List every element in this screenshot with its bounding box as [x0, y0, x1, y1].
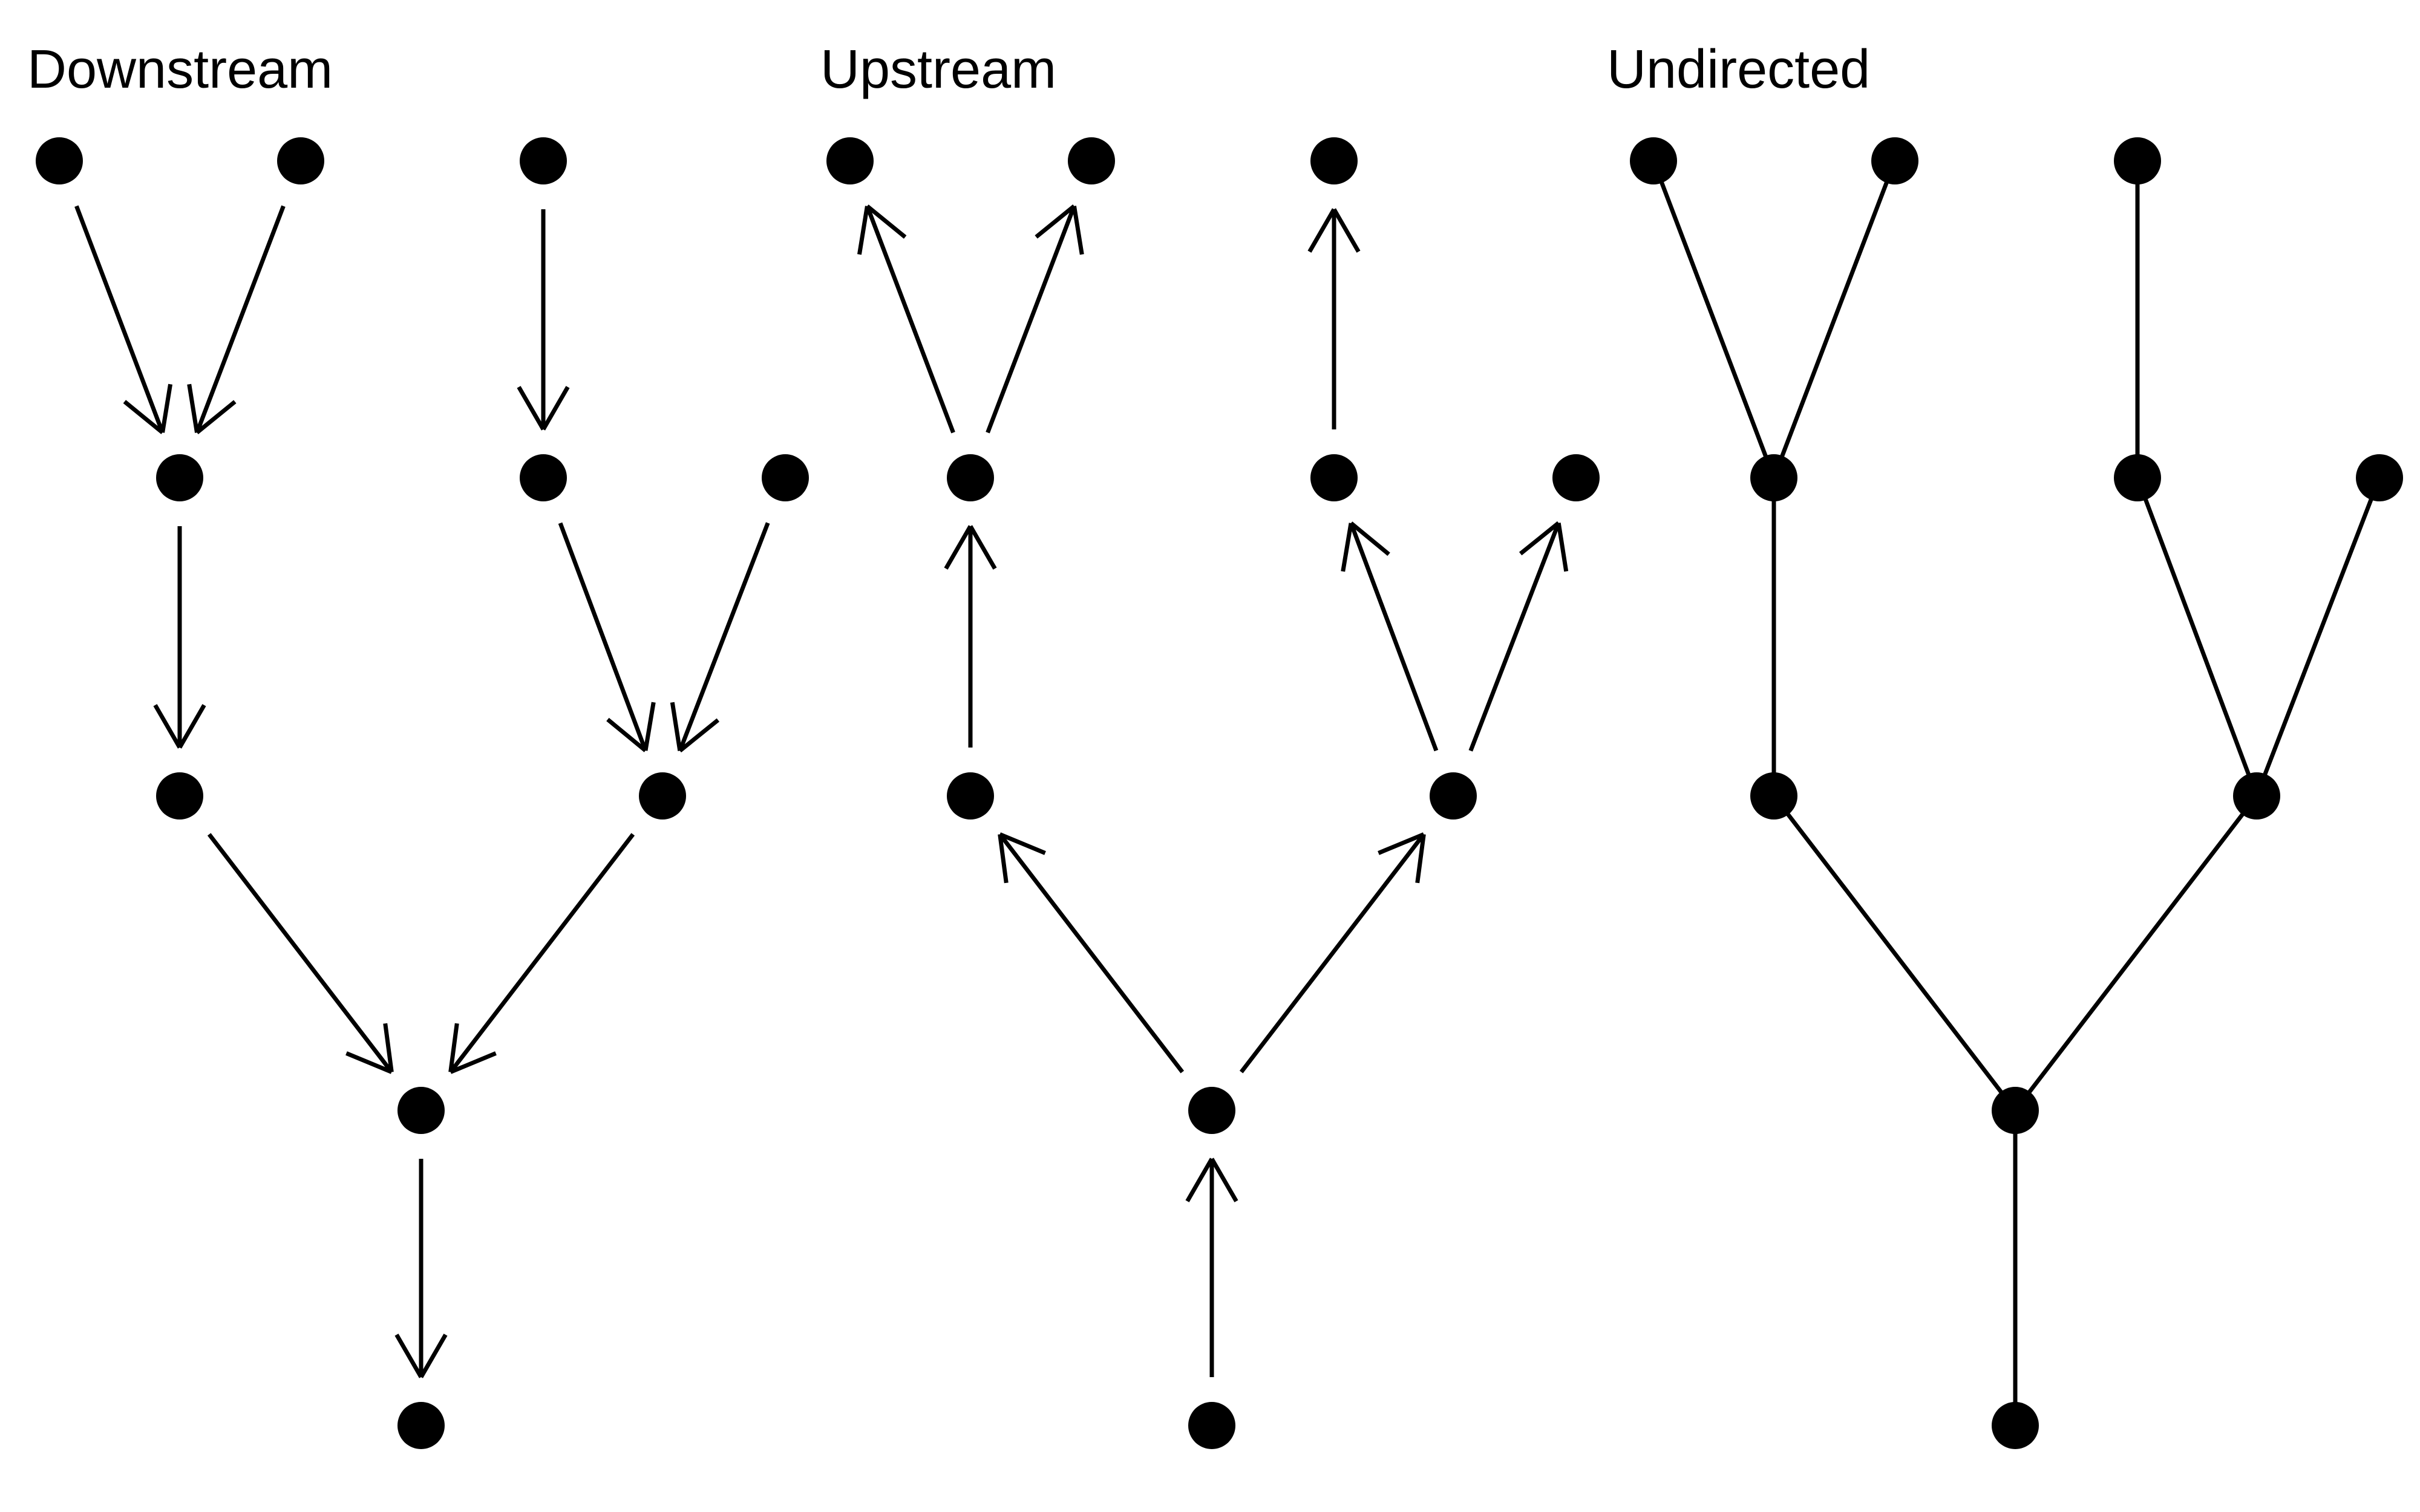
panel-upstream-nodes: [826, 137, 1600, 1449]
graph-edge-arrow: [986, 204, 1084, 434]
graph-edge-arrow: [448, 833, 635, 1074]
graph-edge-arrow: [670, 522, 770, 753]
graph-node: [2233, 772, 2280, 820]
graph-node: [2114, 137, 2161, 184]
graph-edge: [1651, 160, 1776, 479]
graph-node: [1068, 137, 1115, 184]
graph-edge-arrow: [944, 525, 997, 748]
panel-downstream-edges: [74, 205, 770, 1378]
graph-edge: [2013, 794, 2258, 1112]
graph-node: [947, 772, 994, 820]
graph-node: [1992, 1402, 2039, 1449]
graph-edge-arrow: [1185, 1158, 1238, 1377]
graph-node: [1750, 454, 1797, 501]
graph-node: [826, 137, 874, 184]
graph-edge-arrow: [1307, 208, 1361, 429]
graph-edge-arrow: [558, 522, 656, 752]
graph-node: [1310, 137, 1358, 184]
graph-edge-arrow: [394, 1159, 448, 1378]
graph-edge-arrow: [517, 209, 570, 431]
graph-node: [277, 137, 324, 184]
graph-node: [762, 454, 809, 501]
graph-node: [1750, 772, 1797, 820]
graph-edge: [2254, 477, 2382, 797]
graph-node: [1552, 454, 1600, 501]
graph-node: [639, 772, 686, 820]
graph-edge-arrow: [187, 205, 286, 434]
panel-undirected-edges: [1651, 160, 2382, 1426]
graph-node: [156, 454, 203, 501]
graph-edge-arrow: [207, 833, 394, 1074]
graph-node: [2356, 454, 2403, 501]
graph-node: [520, 454, 567, 501]
graph-edge: [1771, 160, 1897, 479]
graph-edge-arrow: [153, 526, 206, 749]
graph-node: [156, 772, 203, 820]
graph-node: [36, 137, 83, 184]
graph-node: [1871, 137, 1918, 184]
graph-node: [947, 454, 994, 501]
graph-edge-arrow: [857, 204, 955, 434]
graph-node: [1992, 1087, 2039, 1134]
graph-node: [397, 1087, 445, 1134]
graph-edge-arrow: [1341, 521, 1439, 752]
panel-upstream: Upstream: [820, 39, 1600, 1449]
graph-node: [1630, 137, 1677, 184]
panel-title-undirected: Undirected: [1607, 39, 1870, 100]
panel-title-downstream: Downstream: [27, 39, 333, 100]
graph-node: [397, 1402, 445, 1449]
panel-undirected-nodes: [1630, 137, 2403, 1449]
graph-edge-arrow: [998, 832, 1185, 1074]
panel-downstream-nodes: [36, 137, 809, 1449]
graph-edge-arrow: [1239, 832, 1426, 1074]
graph-node: [1430, 772, 1477, 820]
graph-node: [2114, 454, 2161, 501]
graph-edge: [2135, 477, 2259, 797]
panel-downstream: Downstream: [27, 39, 809, 1449]
panel-title-upstream: Upstream: [820, 39, 1056, 100]
graph-node: [1310, 454, 1358, 501]
graph-node: [1188, 1402, 1235, 1449]
graph-edge-arrow: [1468, 521, 1569, 752]
panel-undirected: Undirected: [1607, 39, 2403, 1449]
panel-upstream-edges: [857, 204, 1569, 1377]
graph-node: [520, 137, 567, 184]
graph-edge: [1772, 794, 2017, 1112]
graph-node: [1188, 1087, 1235, 1134]
graph-edge-arrow: [74, 205, 173, 434]
